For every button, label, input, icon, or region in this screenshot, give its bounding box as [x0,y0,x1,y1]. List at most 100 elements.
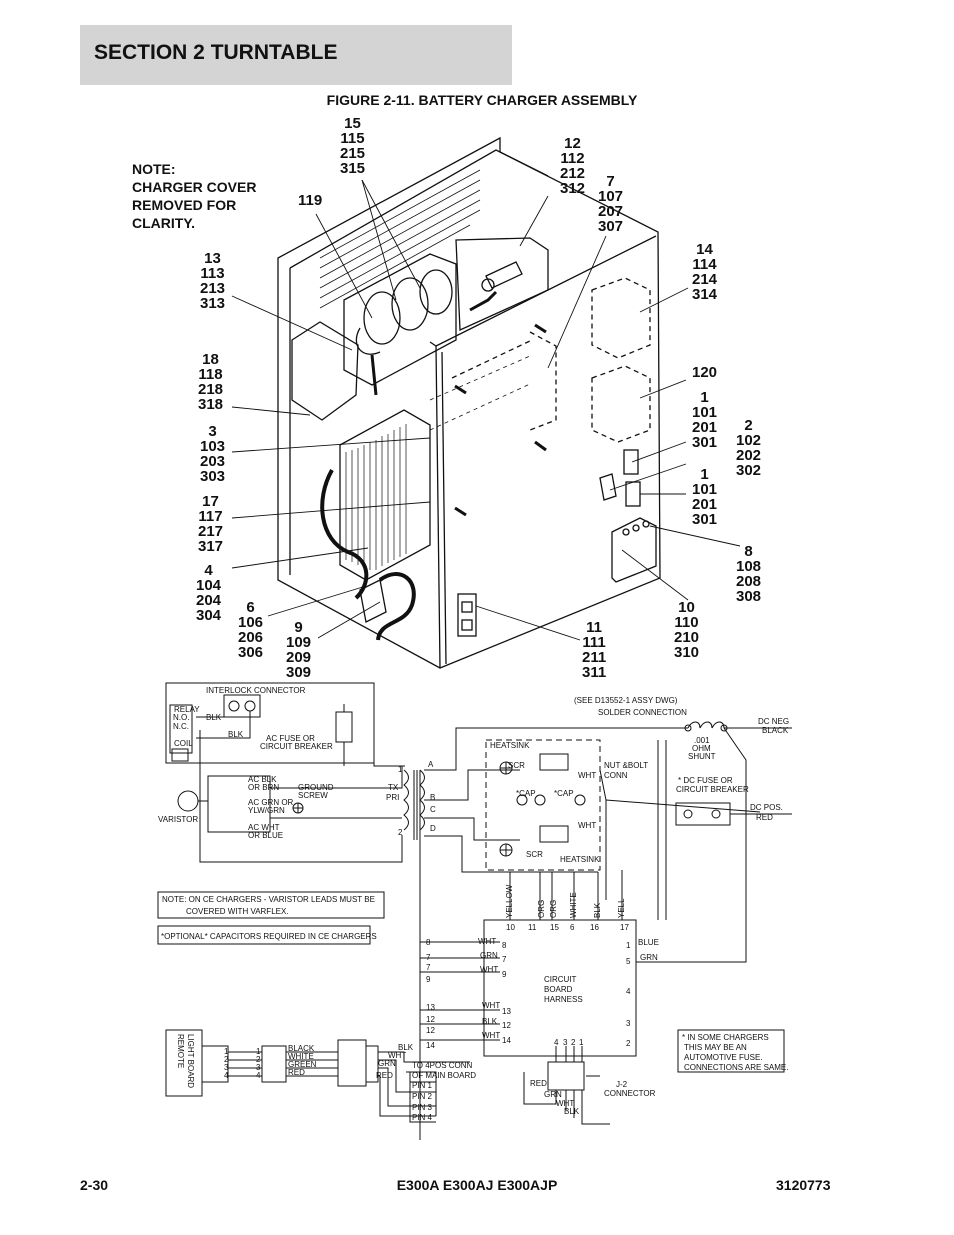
callout-11: 11 111 211 311 [582,620,606,680]
label-dc-breaker: CIRCUIT BREAKER [676,785,749,794]
label-pri1: 1 [398,765,403,774]
label-pin4: 4 [626,987,631,996]
label-left14: 14 [426,1041,435,1050]
label-scr2: SCR [526,850,543,859]
label-dc-fuse: * DC FUSE OR [678,776,733,785]
interlock-frame [165,682,375,764]
label-pin1: 1 [626,941,631,950]
label-blk-l1: BLK [482,1017,498,1026]
label-left7b: 7 [426,963,431,972]
section-header-bar: SECTION 2 TURNTABLE [80,25,512,85]
label-screw: SCREW [298,791,328,800]
label-ylw-grn: YLW/GRN [248,806,285,815]
label-pin2: 2 [626,1039,631,1048]
label-ac-grn: AC GRN OR [248,798,294,807]
figure-title: FIGURE 2-11. BATTERY CHARGER ASSEMBLY [326,92,638,108]
label-light-board: LIGHT BOARD [186,1034,195,1088]
label-j2: 2 [571,1038,576,1047]
label-note-cap: *OPTIONAL* CAPACITORS REQUIRED IN CE CHA… [161,932,377,941]
label-j-red: RED [530,1079,547,1088]
label-wht-l1: WHT [478,937,496,946]
label-shunt: SHUNT [688,752,716,761]
label-pri2: 2 [398,828,403,837]
label-conn: CONN [604,771,628,780]
label-dc-pos: DC POS. [750,803,783,812]
label-blk-c: BLK [398,1043,414,1052]
label-nc: N.C. [173,722,189,731]
label-ac-fuse: AC FUSE OR [266,734,315,743]
label-blk2: BLK [228,730,244,739]
label-left7a: 7 [426,953,431,962]
callout-text: 1 101 201 301 [692,466,718,528]
callout-text: 3 103 203 303 [200,423,226,485]
callout-18: 18 118 218 318 [198,352,223,412]
callout-8: 8 108 208 308 [736,544,761,604]
label-rr2: 2 [256,1055,261,1064]
label-blue: BLUE [638,938,659,947]
label-pin11: 11 [528,923,537,932]
label-in-some-3: AUTOMOTIVE FUSE. [684,1053,763,1062]
callout-text: 4 104 204 304 [196,562,222,624]
label-white: WHITE [569,892,578,918]
document-number: 3120773 [776,1177,831,1193]
label-pin-2: PIN 2 [412,1092,433,1101]
label-rl2: 2 [224,1055,229,1064]
label-left12b: 12 [426,1026,435,1035]
label-circuit-breaker: CIRCUIT BREAKER [260,742,333,751]
label-j4: 4 [554,1038,559,1047]
label-sec-d: D [430,824,436,833]
label-grn-c: GRN [378,1059,396,1068]
label-see-dwg: (SEE D13552-1 ASSY DWG) [574,696,678,705]
label-j2-connector: CONNECTOR [604,1089,656,1098]
callout-1a: 1 101 201 301 [692,390,717,450]
label-org2: ORG [549,900,558,918]
label-relay: RELAY [174,705,200,714]
label-rr1: 1 [256,1047,261,1056]
label-heatsink2: HEATSINK [560,855,600,864]
callout-1b: 1 101 201 301 [692,467,717,527]
callout-2: 2 102 202 302 [736,418,761,478]
label-yellow: YELLOW [505,884,514,918]
label-board: BOARD [544,985,573,994]
label-white-w: WHITE [288,1052,314,1061]
label-j-grn: GRN [544,1090,562,1099]
callout-15: 15 115 215 315 [340,116,365,176]
callout-text: 11 111 211 311 [582,619,607,681]
label-heatsink1: HEATSINK [490,741,530,750]
label-org1: ORG [537,900,546,918]
label-red-c: RED [376,1071,393,1080]
label-pin-1: PIN 1 [412,1081,433,1090]
label-left13: 13 [426,1003,435,1012]
label-ground: GROUND [298,783,334,792]
callout-10: 10 110 210 310 [674,600,699,660]
callout-4: 4 104 204 304 [196,563,221,623]
callout-12: 12 112 212 312 [560,136,585,196]
label-j1: 1 [579,1038,584,1047]
label-in-some-1: * IN SOME CHARGERS [682,1033,769,1042]
label-nut-bolt: NUT &BOLT [604,761,648,770]
model-list: E300A E300AJ E300AJP [396,1177,558,1193]
label-hp9: 9 [502,970,507,979]
callout-6: 6 106 206 306 [238,600,263,660]
label-pin-4: PIN 4 [412,1113,433,1122]
label-in-some-4: CONNECTIONS ARE SAME. [684,1063,788,1072]
label-j3: 3 [563,1038,568,1047]
label-wht2: WHT [578,821,596,830]
label-rl4: 4 [224,1071,229,1080]
label-blk1: BLK [206,713,222,722]
label-tx: TX [388,783,399,792]
label-of-main: OF MAIN BOARD [412,1071,476,1080]
label-circuit: CIRCUIT [544,975,577,984]
label-sec-c: C [430,805,436,814]
label-note-ce-2: COVERED WITH VARFLEX. [186,907,289,916]
label-grn-r: GRN [640,953,658,962]
label-pin17: 17 [620,923,629,932]
callout-14: 14 114 214 314 [692,242,717,302]
label-rl3: 3 [224,1063,229,1072]
label-hp12: 12 [502,1021,511,1030]
note-line: CHARGER COVER [132,179,257,195]
label-pin6: 6 [570,923,575,932]
page-number: 2-30 [80,1177,109,1193]
